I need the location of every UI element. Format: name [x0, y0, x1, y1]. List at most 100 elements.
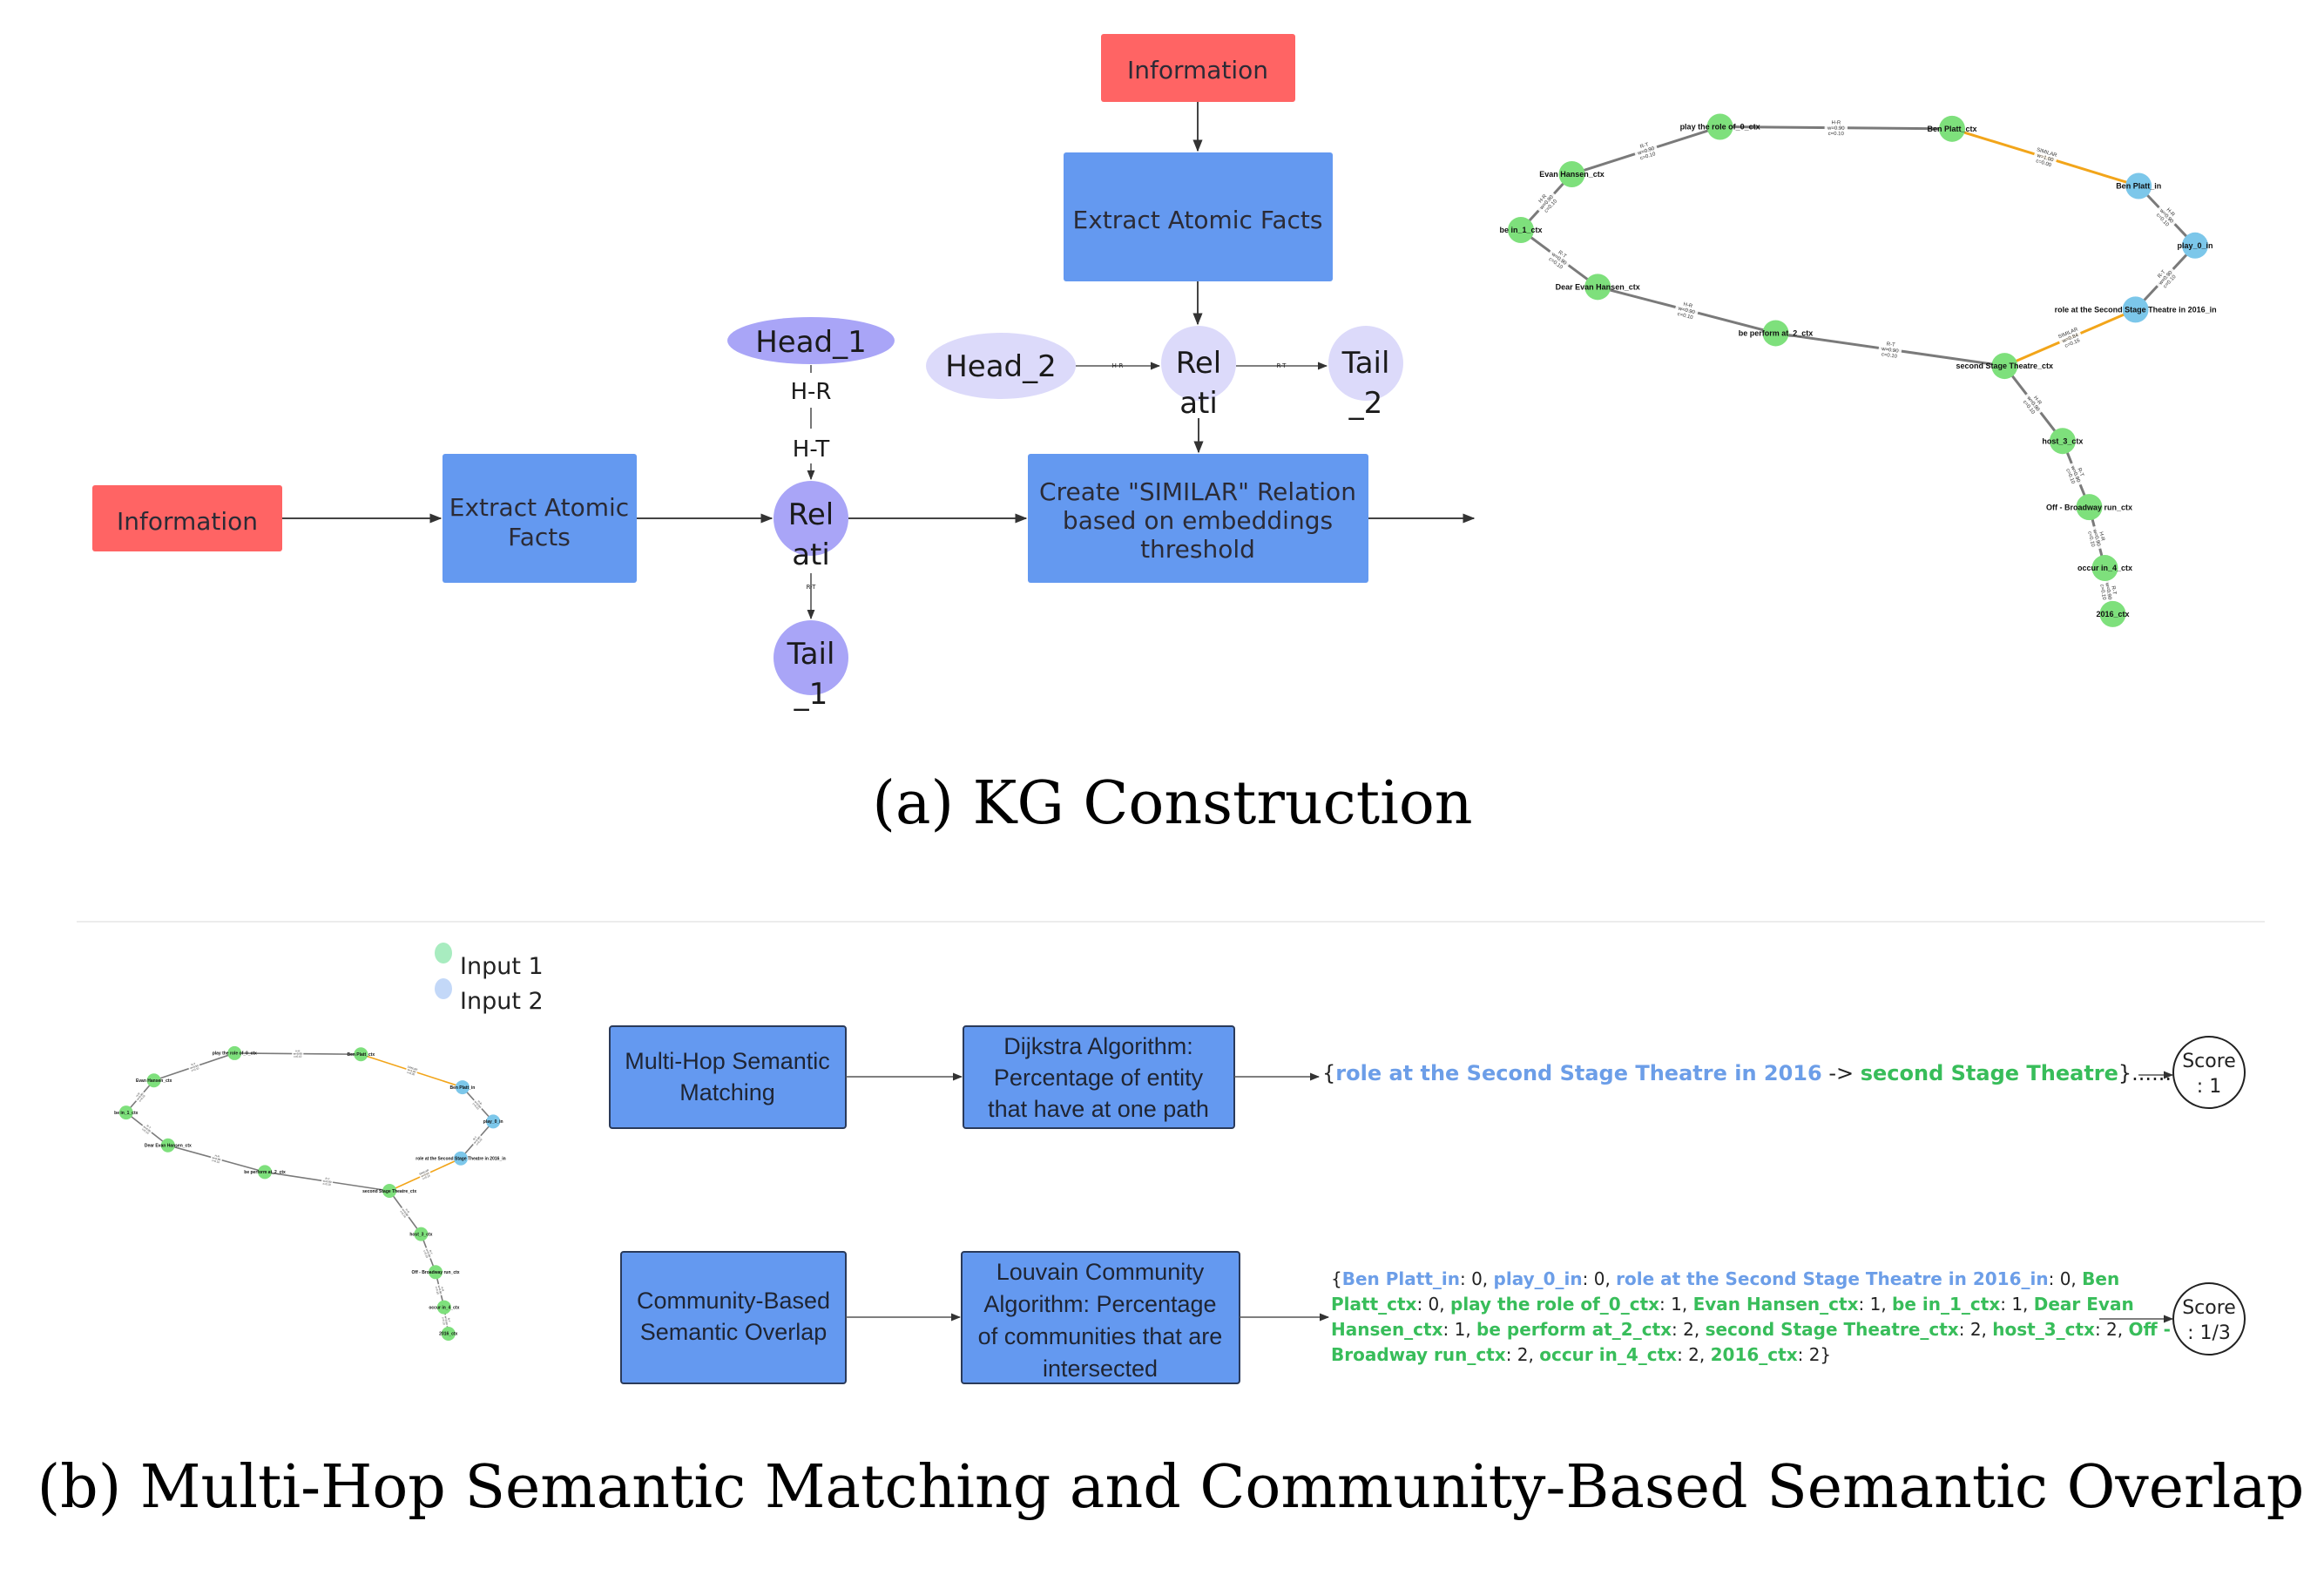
graph-edge-label-line: c=0.00 [407, 1071, 415, 1077]
graph-node-label: be in_1_ctx [1499, 226, 1542, 234]
graph-edge-label: R-Tw=0.90c=0.10 [321, 1176, 334, 1187]
information-box-left[interactable]: Information [92, 485, 282, 551]
result-segment: Platt_ctx [1331, 1294, 1417, 1315]
relation-2-label-line-1: Rel [1176, 346, 1221, 381]
graph-edge-label-line: w=0.90 [190, 1064, 199, 1070]
graph-edge-label-line: c=0.10 [1639, 152, 1657, 161]
result-segment: Ben [2082, 1268, 2119, 1289]
extract-label-line-2: Facts [508, 523, 571, 551]
graph-edge-label: R-Tw=0.90c=0.10 [1632, 139, 1660, 163]
graph-edge-label-line: c=0.10 [399, 1210, 407, 1219]
graph-node-context [160, 1138, 175, 1153]
legend-item-input-1: Input 1 [435, 943, 544, 980]
graph-node-label: Evan Hansen_ctx [136, 1078, 172, 1084]
head-1-label: Head_1 [755, 325, 867, 360]
result-segment: : 1, [1859, 1294, 1893, 1315]
graph-edge-label-line: R-T [325, 1177, 330, 1181]
result-segment: second Stage Theatre [1861, 1061, 2118, 1085]
graph-edge-label-line: w=0.90 [2091, 528, 2101, 547]
graph-edge-label-line: c=0.10 [141, 1127, 150, 1135]
graph-edge-label: R-Tw=0.90c=0.10 [441, 1314, 452, 1328]
result-segment: Hansen_ctx [1331, 1319, 1443, 1340]
knowledge-graph-large: R-Tw=0.90c=0.10H-Rw=0.90c=0.10SIMILARw=1… [1499, 113, 2217, 627]
graph-edge-label-line: c=0.10 [138, 1094, 146, 1103]
graph-edge-label-line: c=0.10 [191, 1066, 199, 1072]
graph-edge-label: H-Rw=0.90c=0.10 [470, 1097, 485, 1112]
graph-node-context [1508, 216, 1534, 243]
result-segment: host_3_ctx [1992, 1319, 2095, 1340]
graph-edge-label-line: w=0.90 [425, 1248, 431, 1258]
head-2-node[interactable]: Head_2 [926, 333, 1076, 399]
dijkstra-line-1: Dijkstra Algorithm: [1003, 1033, 1193, 1059]
result-segment: : 0, [1416, 1294, 1450, 1315]
community-label-line-2: Semantic Overlap [640, 1319, 828, 1345]
extract-atomic-facts-box-left[interactable]: Extract Atomic Facts [443, 454, 637, 583]
score-node-community: Score : 1/3 [2172, 1282, 2246, 1356]
score-2-line-1: Score [2182, 1297, 2236, 1319]
result-segment: Ben Platt_in [1342, 1268, 1460, 1289]
dijkstra-algorithm-box[interactable]: Dijkstra Algorithm: Percentage of entity… [963, 1025, 1235, 1129]
graph-edge-label-line: w=1.00 [2036, 153, 2055, 164]
graph-node-label: Ben Platt_in [449, 1085, 475, 1091]
graph-node-label: occur in_4_ctx [2077, 564, 2132, 572]
graph-edge-label-line: H-R [2032, 396, 2043, 407]
graph-edge-label-line: w=0.90 [294, 1052, 302, 1056]
result-segment: }...... [2118, 1061, 2172, 1085]
graph-node-label: 2016_ctx [439, 1332, 457, 1337]
graph-node-label: play_0_in [2177, 241, 2213, 250]
graph-node-context [429, 1265, 443, 1280]
result-segment: Off - [2129, 1319, 2171, 1340]
graph-node-label: second Stage Theatre_ctx [1956, 362, 2054, 370]
graph-node-label: Ben Platt_ctx [1927, 125, 1976, 133]
result-segment: { [1322, 1061, 1335, 1085]
graph-edge-label-line: c=0.10 [294, 1055, 301, 1058]
graph-node-context [2091, 555, 2118, 582]
multi-hop-label-line-2: Matching [679, 1079, 775, 1105]
result-segment: { [1331, 1268, 1342, 1289]
information-box-top[interactable]: Information [1101, 34, 1295, 102]
graph-edge-label-line: c=0.10 [435, 1286, 440, 1295]
graph-edge-label-line: w=0.84 [421, 1171, 430, 1178]
graph-node-label: Ben Platt_ctx [347, 1052, 375, 1058]
graph-edge-label: H-Rw=0.90c=0.10 [398, 1205, 413, 1220]
multi-hop-result-text: {role at the Second Stage Theatre in 201… [1322, 1061, 2172, 1085]
head-1-node[interactable]: Head_1 [727, 317, 895, 364]
extract-atomic-facts-box-top[interactable]: Extract Atomic Facts [1064, 152, 1333, 281]
graph-node-label: Off - Broadway run_ctx [2046, 503, 2132, 511]
panel-b: Input 1 Input 2 R-Tw=0.90c=0.10H-Rw=0.90… [37, 943, 2304, 1522]
score-node-multi-hop: Score : 1 [2172, 1036, 2246, 1109]
knowledge-graph-small: R-Tw=0.90c=0.10H-Rw=0.90c=0.10SIMILARw=1… [114, 1045, 506, 1341]
legend-item-input-2: Input 2 [435, 978, 544, 1015]
graph-edge-label-line: c=0.10 [472, 1102, 480, 1111]
result-segment: : 1, [1659, 1294, 1693, 1315]
graph-edge-label-line: w=0.90 [212, 1156, 221, 1162]
graph-edge-label-line: c=0.10 [475, 1138, 483, 1146]
graph-node-context [382, 1184, 397, 1199]
create-similar-relation-box[interactable]: Create "SIMILAR" Relation based on embed… [1028, 454, 1368, 583]
relation-1-node[interactable]: Rel ati [774, 481, 848, 572]
graph-edge-label-line: H-R [214, 1153, 220, 1158]
multi-hop-semantic-matching-box[interactable]: Multi-Hop Semantic Matching [609, 1025, 847, 1129]
graph-edge-label: H-Rw=0.90c=0.10 [292, 1049, 304, 1058]
tail-2-node[interactable]: Tail _2 [1328, 326, 1403, 421]
graph-edge-label-line: c=0.00 [2035, 159, 2052, 168]
graph-edge-label: R-Tw=0.90c=0.10 [139, 1122, 154, 1137]
result-segment: : 2, [1959, 1319, 1993, 1340]
graph-edge-label-line: R-T [146, 1124, 152, 1129]
graph-node-input [453, 1151, 468, 1166]
result-segment: : 2} [1798, 1344, 1832, 1365]
tail-1-node[interactable]: Tail _1 [774, 620, 848, 712]
graph-edge-label-line: R-T [447, 1318, 451, 1323]
result-segment: second Stage Theatre_ctx [1706, 1319, 1959, 1340]
graph-edge-label: R-Tw=0.90c=0.10 [2063, 460, 2089, 489]
graph-node-context [1762, 320, 1789, 347]
extract-label-line-1: Extract Atomic [449, 493, 629, 522]
graph-node-context [118, 1105, 133, 1120]
community-based-semantic-overlap-box[interactable]: Community-Based Semantic Overlap [620, 1251, 847, 1384]
louvain-algorithm-box[interactable]: Louvain Community Algorithm: Percentage … [961, 1251, 1240, 1384]
graph-node-input [486, 1114, 501, 1129]
graph-edge-label: H-Rw=0.90c=0.10 [1824, 118, 1848, 137]
graph-edge-label-line: c=0.10 [1881, 352, 1898, 360]
relation-2-node[interactable]: Rel ati [1161, 326, 1236, 421]
